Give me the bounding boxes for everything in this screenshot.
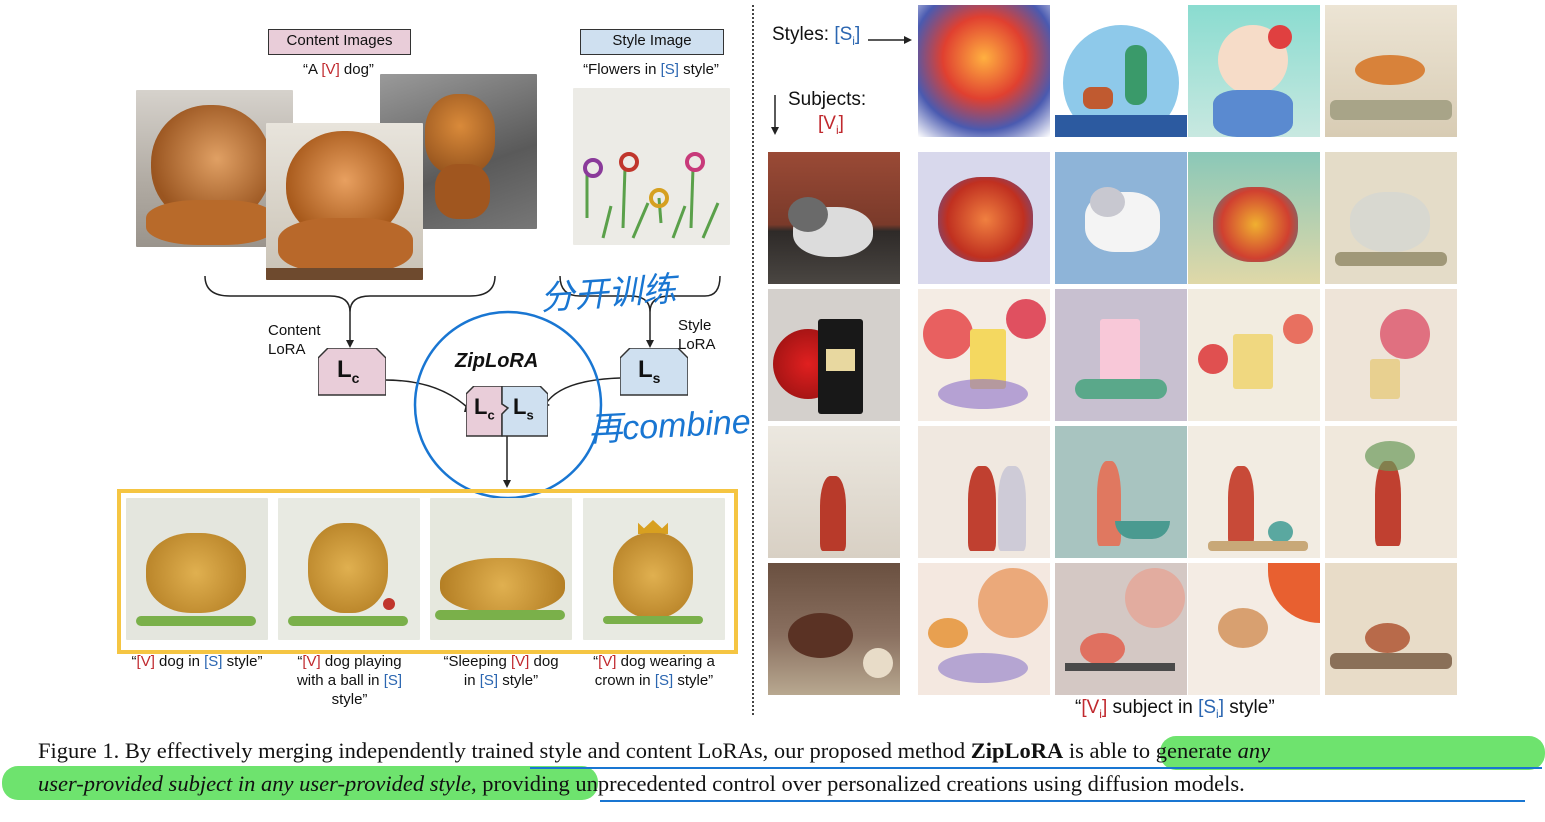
subjects-label: Subjects: xyxy=(788,89,867,110)
content-photo-2 xyxy=(266,123,423,280)
output-husky-1 xyxy=(918,152,1050,284)
content-lora-label: Content LoRA xyxy=(268,322,321,358)
subjects-arrow-icon xyxy=(771,95,779,135)
style-image-fox xyxy=(1325,5,1457,137)
output-perfume-2 xyxy=(1055,289,1187,421)
style-prompt: “Flowers in [S] style” xyxy=(583,61,719,78)
output-teapot-1 xyxy=(918,563,1050,695)
output-image-4 xyxy=(583,498,725,640)
output-image-2 xyxy=(278,498,420,640)
style-lora-label: Style LoRA xyxy=(678,317,716,353)
output-vase-2 xyxy=(1055,426,1187,558)
subject-image-perfume xyxy=(768,289,900,421)
right-bottom-prompt: “[Vi] subject in [Si] style” xyxy=(1075,697,1275,721)
output-perfume-3 xyxy=(1188,289,1320,421)
output-vase-1 xyxy=(918,426,1050,558)
style-photo xyxy=(573,88,730,245)
content-prompt: “A [V] dog” xyxy=(303,61,374,78)
style-image-anime xyxy=(1188,5,1320,137)
caption-line-1: Figure 1. By effectively merging indepen… xyxy=(38,738,1271,763)
output-husky-3 xyxy=(1188,152,1320,284)
output-teapot-4 xyxy=(1325,563,1457,695)
content-images-tag: Content Images xyxy=(268,29,411,55)
watercolor-flowers-icon xyxy=(583,152,720,239)
content-lora-block xyxy=(318,348,386,396)
highlight-line1 xyxy=(1160,736,1545,770)
subjects-token: [Vi] xyxy=(818,113,844,137)
handwriting-combine: 再combine xyxy=(587,402,752,450)
underline-1 xyxy=(530,767,1542,769)
styles-label: Styles: [Si] xyxy=(772,24,861,48)
subject-image-teapot xyxy=(768,563,900,695)
output-image-3 xyxy=(430,498,572,640)
output-vase-4 xyxy=(1325,426,1457,558)
ls-symbol: Ls xyxy=(638,356,661,386)
output-perfume-4 xyxy=(1325,289,1457,421)
merged-ls-symbol: Ls xyxy=(513,394,534,423)
caption-line-2: user-provided subject in any user-provid… xyxy=(38,771,1245,796)
lc-symbol: Lc xyxy=(337,356,360,386)
style-lora-block xyxy=(620,348,688,396)
underline-2 xyxy=(600,800,1525,802)
output-prompt-1: “[V] dog in [S] style” xyxy=(131,653,263,670)
output-husky-2 xyxy=(1055,152,1187,284)
output-perfume-1 xyxy=(918,289,1050,421)
output-image-1 xyxy=(126,498,268,640)
output-teapot-3 xyxy=(1188,563,1320,695)
output-prompt-4: “[V] dog wearing a crown in [S] style” xyxy=(593,653,715,689)
output-vase-3 xyxy=(1188,426,1320,558)
style-image-flat xyxy=(1055,5,1187,137)
style-image-cat xyxy=(918,5,1050,137)
subject-image-husky xyxy=(768,152,900,284)
ziplora-label: ZipLoRA xyxy=(455,350,539,372)
merged-lc-symbol: Lc xyxy=(474,394,495,423)
output-prompt-2: “[V] dog playing with a ball in [S] styl… xyxy=(296,653,403,708)
output-husky-4 xyxy=(1325,152,1457,284)
output-frame xyxy=(117,489,738,654)
panel-divider xyxy=(752,5,754,715)
styles-arrow-icon xyxy=(868,36,912,44)
highlight-line2 xyxy=(2,766,598,800)
subject-image-vase xyxy=(768,426,900,558)
style-image-tag: Style Image xyxy=(580,29,724,55)
output-teapot-2 xyxy=(1055,563,1187,695)
output-prompt-3: “Sleeping [V] dog in [S] style” xyxy=(443,653,559,689)
handwriting-separate-training: 分开训练 xyxy=(539,270,678,318)
ziplora-merged-block xyxy=(466,386,548,437)
